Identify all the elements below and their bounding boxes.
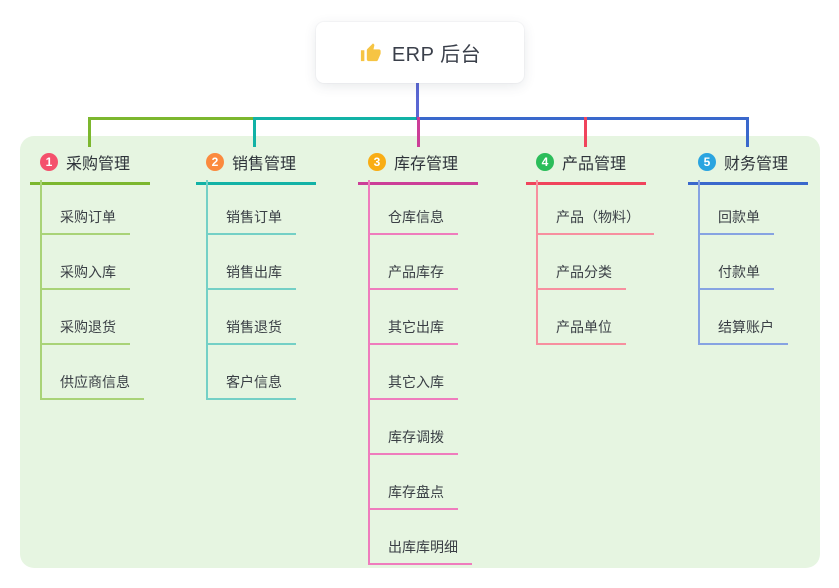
branch-number-badge: 5 [698, 153, 716, 171]
branch-number-badge: 2 [206, 153, 224, 171]
bus-segment-purchase [88, 117, 254, 120]
branch-children-3: 仓库信息产品库存其它出库其它入库库存调拨库存盘点出库库明细 [368, 180, 472, 565]
branch-drop-line [417, 117, 420, 147]
branch-node-1[interactable]: 1 采购管理 [30, 147, 150, 185]
child-node[interactable]: 产品单位 [538, 318, 626, 345]
branches-panel [20, 136, 820, 568]
branch-node-2[interactable]: 2 销售管理 [196, 147, 316, 185]
child-node[interactable]: 采购入库 [42, 263, 130, 290]
branch-label: 库存管理 [394, 156, 459, 173]
child-node[interactable]: 库存调拨 [370, 428, 458, 455]
child-node[interactable]: 回款单 [700, 208, 774, 235]
root-connector-line [416, 83, 419, 117]
branch-number-badge: 4 [536, 153, 554, 171]
child-node[interactable]: 客户信息 [208, 373, 296, 400]
branch-number-badge: 1 [40, 153, 58, 171]
child-node[interactable]: 产品分类 [538, 263, 626, 290]
child-node[interactable]: 结算账户 [700, 318, 788, 345]
branch-children-4: 产品（物料） 产品分类产品单位 [536, 180, 654, 345]
child-node[interactable]: 付款单 [700, 263, 774, 290]
child-node[interactable]: 仓库信息 [370, 208, 458, 235]
branch-label: 财务管理 [724, 156, 789, 173]
branch-children-2: 销售订单销售出库销售退货客户信息 [206, 180, 296, 400]
branch-children-1: 采购订单采购入库采购退货供应商信息 [40, 180, 144, 400]
branch-node-3[interactable]: 3 库存管理 [358, 147, 478, 185]
bus-segment-finance [416, 117, 749, 120]
branch-label: 产品管理 [562, 156, 627, 173]
child-node[interactable]: 产品库存 [370, 263, 458, 290]
child-node[interactable]: 销售退货 [208, 318, 296, 345]
root-node[interactable]: ERP 后台 [316, 22, 524, 83]
child-node[interactable]: 产品（物料） [538, 208, 654, 235]
child-node[interactable]: 采购订单 [42, 208, 130, 235]
branch-drop-line [584, 117, 587, 147]
branch-node-4[interactable]: 4 产品管理 [526, 147, 646, 185]
root-title: ERP 后台 [391, 44, 482, 66]
bus-segment-sales [253, 117, 417, 120]
child-node[interactable]: 其它入库 [370, 373, 458, 400]
child-node[interactable]: 销售出库 [208, 263, 296, 290]
thumbs-up-icon [360, 43, 381, 62]
branch-label: 销售管理 [232, 156, 297, 173]
branch-number-badge: 3 [368, 153, 386, 171]
child-node[interactable]: 其它出库 [370, 318, 458, 345]
branch-label: 采购管理 [66, 156, 131, 173]
child-node[interactable]: 采购退货 [42, 318, 130, 345]
child-node[interactable]: 出库库明细 [370, 538, 472, 565]
child-node[interactable]: 库存盘点 [370, 483, 458, 510]
branch-children-5: 回款单付款单结算账户 [698, 180, 788, 345]
child-node[interactable]: 销售订单 [208, 208, 296, 235]
child-node[interactable]: 供应商信息 [42, 373, 144, 400]
branch-drop-line [88, 117, 91, 147]
branch-drop-line [253, 117, 256, 147]
branch-node-5[interactable]: 5 财务管理 [688, 147, 808, 185]
branch-drop-line [746, 117, 749, 147]
